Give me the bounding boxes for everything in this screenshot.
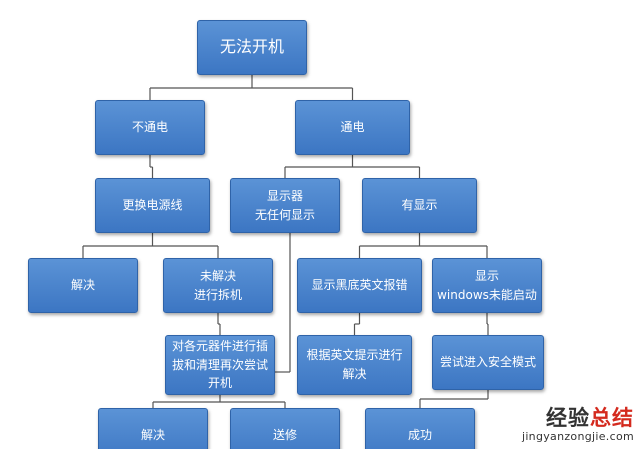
node-label: 未解决	[199, 268, 236, 283]
node-label: 有显示	[401, 198, 438, 213]
node-label: 对各元器件进行插	[171, 339, 268, 354]
node-label: 无法开机	[219, 37, 284, 57]
node-label: 解决	[342, 367, 367, 381]
node-black-screen-error: 显示黑底英文报错	[297, 258, 422, 313]
node-label: 显示器	[266, 188, 303, 203]
node-label: 显示黑底英文报错	[311, 278, 408, 293]
node-label: 成功	[407, 428, 432, 443]
node-label: 开机	[207, 376, 232, 391]
node-label: 拔和清理再次尝试	[171, 357, 268, 372]
node-no-power: 不通电	[95, 100, 205, 155]
node-label: 通电	[340, 120, 365, 135]
node-power: 通电	[295, 100, 410, 155]
node-label: 不通电	[131, 120, 168, 135]
node-solved-1: 解决	[28, 258, 138, 313]
node-monitor-blank: 显示器无任何显示	[230, 178, 340, 233]
node-label: windows未能启动	[437, 287, 537, 302]
watermark: 经验总结 jingyanzongjie.com	[484, 405, 634, 443]
node-label: 无任何显示	[254, 207, 315, 222]
node-windows-fail: 显示 windows未能启动	[432, 258, 542, 313]
node-label: 进行拆机	[193, 287, 242, 302]
node-no-power-on: 无法开机	[197, 20, 307, 75]
node-send-repair: 送修	[230, 408, 340, 449]
node-has-display: 有显示	[362, 178, 477, 233]
node-label: 解决	[70, 278, 95, 293]
watermark-title-part1: 经验	[546, 405, 590, 430]
watermark-logo: 经验总结	[484, 405, 634, 430]
node-safe-mode: 尝试进入安全模式	[432, 335, 544, 390]
node-label: 解决	[140, 428, 165, 443]
node-label: 根据英文提示进行	[306, 348, 403, 363]
node-solved-2: 解决	[98, 408, 208, 449]
node-follow-hint: 根据英文提示进行解决	[297, 335, 412, 395]
node-replace-cord: 更换电源线	[95, 178, 210, 233]
node-label: 送修	[272, 428, 297, 443]
node-success: 成功	[365, 408, 475, 449]
node-label: 尝试进入安全模式	[439, 355, 536, 370]
node-label: 更换电源线	[122, 198, 183, 213]
watermark-title-part2: 总结	[590, 405, 634, 430]
node-label: 显示	[474, 268, 499, 283]
watermark-url: jingyanzongjie.com	[521, 430, 634, 443]
node-reseat-clean: 对各元器件进行插拔和清理再次尝试开机	[165, 335, 275, 395]
node-unsolved-disassemble: 未解决进行拆机	[163, 258, 273, 313]
